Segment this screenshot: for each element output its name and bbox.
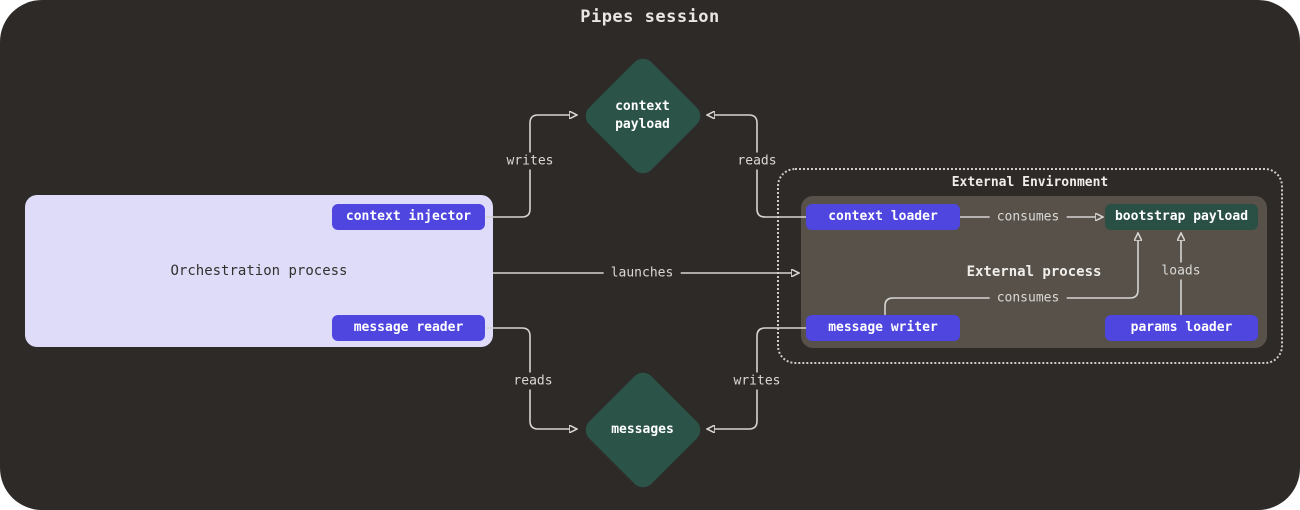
bootstrap-payload-node: bootstrap payload <box>1105 204 1258 230</box>
params-loader-node: params loader <box>1105 315 1258 341</box>
orchestration-process-box: Orchestration process context injector m… <box>25 195 493 347</box>
messages-node: messages <box>580 367 705 492</box>
edge-label-loads: loads <box>1154 262 1208 280</box>
edge-label-writes-bottom: writes <box>726 372 788 390</box>
edge-label-consumes-bottom: consumes <box>989 289 1067 307</box>
orchestration-process-label: Orchestration process <box>170 263 348 279</box>
external-environment-title: External Environment <box>951 175 1109 190</box>
edge-label-writes-top: writes <box>499 152 561 170</box>
context-injector-node: context injector <box>332 204 485 230</box>
messages-label: messages <box>611 421 674 437</box>
edge-label-launches: launches <box>603 264 681 282</box>
context-payload-label: context payload <box>615 98 670 132</box>
page-title: Pipes session <box>580 7 720 27</box>
external-environment-box: External Environment <box>777 168 1283 364</box>
external-process-label: External process <box>966 264 1102 280</box>
edge-label-consumes-top: consumes <box>989 208 1067 226</box>
context-loader-node: context loader <box>806 204 960 230</box>
message-reader-node: message reader <box>332 315 485 341</box>
message-writer-node: message writer <box>806 315 960 341</box>
edge-label-reads-bottom: reads <box>506 372 560 390</box>
context-payload-node: context payload <box>580 53 705 178</box>
edge-label-reads-top: reads <box>730 152 784 170</box>
